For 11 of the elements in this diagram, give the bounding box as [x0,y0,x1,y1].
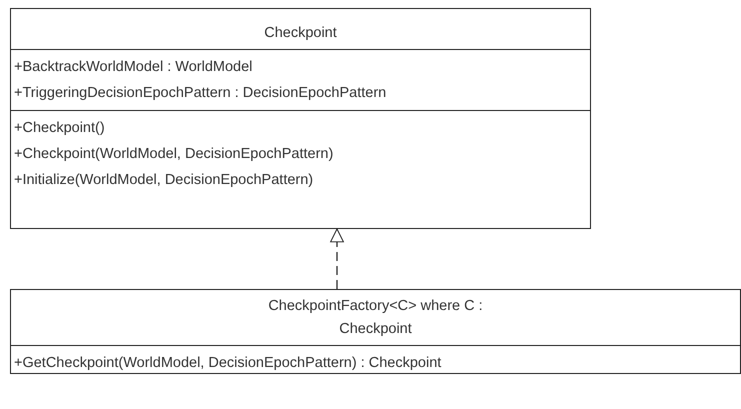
realization-arrow [330,228,344,289]
attribute-text: +TriggeringDecisionEpochPattern : DecisionEpochPattern [14,84,388,103]
method-text: +Checkpoint(WorldModel, DecisionEpochPattern) [14,145,334,164]
class-name: CheckpointFactory<C> where C : Checkpoint [267,297,484,339]
method-text: +Initialize(WorldModel, DecisionEpochPattern) [14,171,314,190]
uml-class-box [10,289,741,374]
uml-class-box [10,8,591,229]
method-text: +Checkpoint() [14,119,106,138]
method-text: +GetCheckpoint(WorldModel, DecisionEpochPattern) : Checkpoint [14,354,442,373]
class-name: Checkpoint [263,24,338,43]
attribute-text: +BacktrackWorldModel : WorldModel [14,58,254,77]
